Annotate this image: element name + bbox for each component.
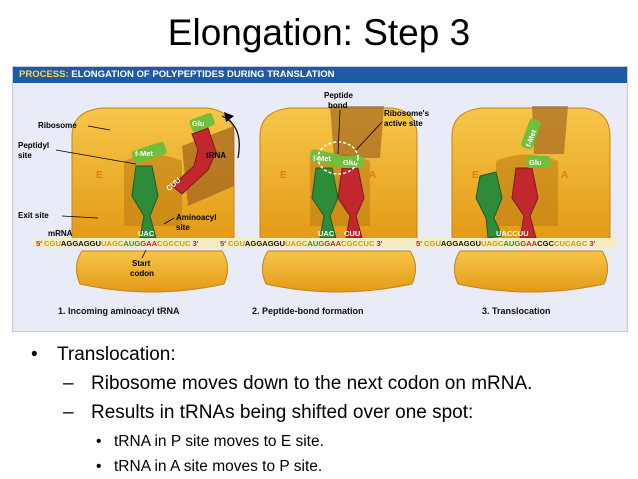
bullet-main-text: Translocation: [57,344,176,365]
trna-p-site-2: f-Met UAC [309,149,343,239]
label-peptide-bond-1: Peptide [324,91,353,100]
fmet-label-1: f-Met [135,149,153,158]
glu-label-1: Glu [192,119,205,128]
site-e-label-2: E [280,170,287,181]
fmet-label-2: f-Met [313,154,331,163]
label-ribosome: Ribosome [38,121,77,130]
figure-header: PROCESS: ELONGATION OF POLYPEPTIDES DURI… [13,67,627,83]
label-peptidyl-2: site [18,151,32,160]
label-mrna: mRNA [48,229,73,238]
mrna-strand-2 [226,238,416,248]
label-aminoacyl-1: Aminoacyl [176,213,216,222]
panel-caption-3: 3. Translocation [482,306,551,316]
label-active-site-2: active site [384,119,423,128]
label-peptidyl-1: Peptidyl [18,141,49,150]
ribosome-small-subunit-3 [454,250,608,293]
trna-p-site-3: f-Met Glu UACCUU [496,118,550,239]
sub-sub-bullet-2-text: tRNA in A site moves to P site. [114,458,323,475]
trna-e-site-3 [475,171,503,239]
site-e-label-1: E [96,170,103,181]
figure-header-title: ELONGATION OF POLYPEPTIDES DURING TRANSL… [71,69,335,80]
panel-caption-1: 1. Incoming aminoacyl tRNA [58,306,180,316]
label-exit-site: Exit site [18,211,49,220]
slide-title: Elongation: Step 3 [167,12,471,53]
anticodon-uac-1: UAC [138,229,155,238]
ribosome-small-subunit-2 [262,250,416,293]
bullet-dot-icon: • [96,433,102,450]
incoming-arrow-head-1 [224,112,234,122]
anticodon-uac-2: UAC [318,229,335,238]
label-peptide-bond-2: bond [328,101,348,110]
panel-2: E P A f-Met UAC Glu CUU Peptide bond Rib… [220,91,430,316]
figure-header-text: PROCESS: ELONGATION OF POLYPEPTIDES DURI… [19,69,334,80]
anticodon-cuu-2: CUU [344,229,360,238]
label-start-1: Start [132,259,151,268]
sub-bullet-1-text: Ribosome moves down to the next codon on… [91,373,533,394]
dash-icon: – [63,373,74,394]
bullet-dot-icon: • [96,458,102,475]
dash-icon: – [63,402,74,423]
label-start-2: codon [130,269,154,278]
glu-label-2: Glu [343,158,356,167]
site-a-label-3: A [561,170,568,181]
panel-1: E P A f-Met UAC Glu CUU Ribosome Peptidy… [18,107,240,316]
sub-bullet-2-text: Results in tRNAs being shifted over one … [91,402,474,423]
figure-header-prefix: PROCESS: [19,69,69,80]
label-trna: tRNA [206,151,226,160]
mrna-strand-1 [34,238,226,248]
glu-label-3: Glu [529,158,542,167]
bullet-dot-icon: • [31,344,38,365]
panel-3: E P A f-Met Glu UACCUU 5′CGUAGGAGGUUAGCA… [416,106,616,316]
site-a-label-2: A [369,170,376,181]
sub-sub-bullet-1-text: tRNA in P site moves to E site. [114,433,324,450]
ribosome-small-subunit-1 [76,250,228,293]
mrna-strand-3 [416,238,616,248]
active-site-circle [317,141,359,175]
site-e-label-3: E [472,170,479,181]
label-active-site-1: Ribosome's [384,109,430,118]
panel-caption-2: 2. Peptide-bond formation [252,306,364,316]
label-aminoacyl-2: site [176,223,190,232]
translation-diagram: E P A f-Met UAC Glu CUU Ribosome Peptidy… [18,91,616,316]
anticodon-uaccuu-3: UACCUU [496,229,529,238]
